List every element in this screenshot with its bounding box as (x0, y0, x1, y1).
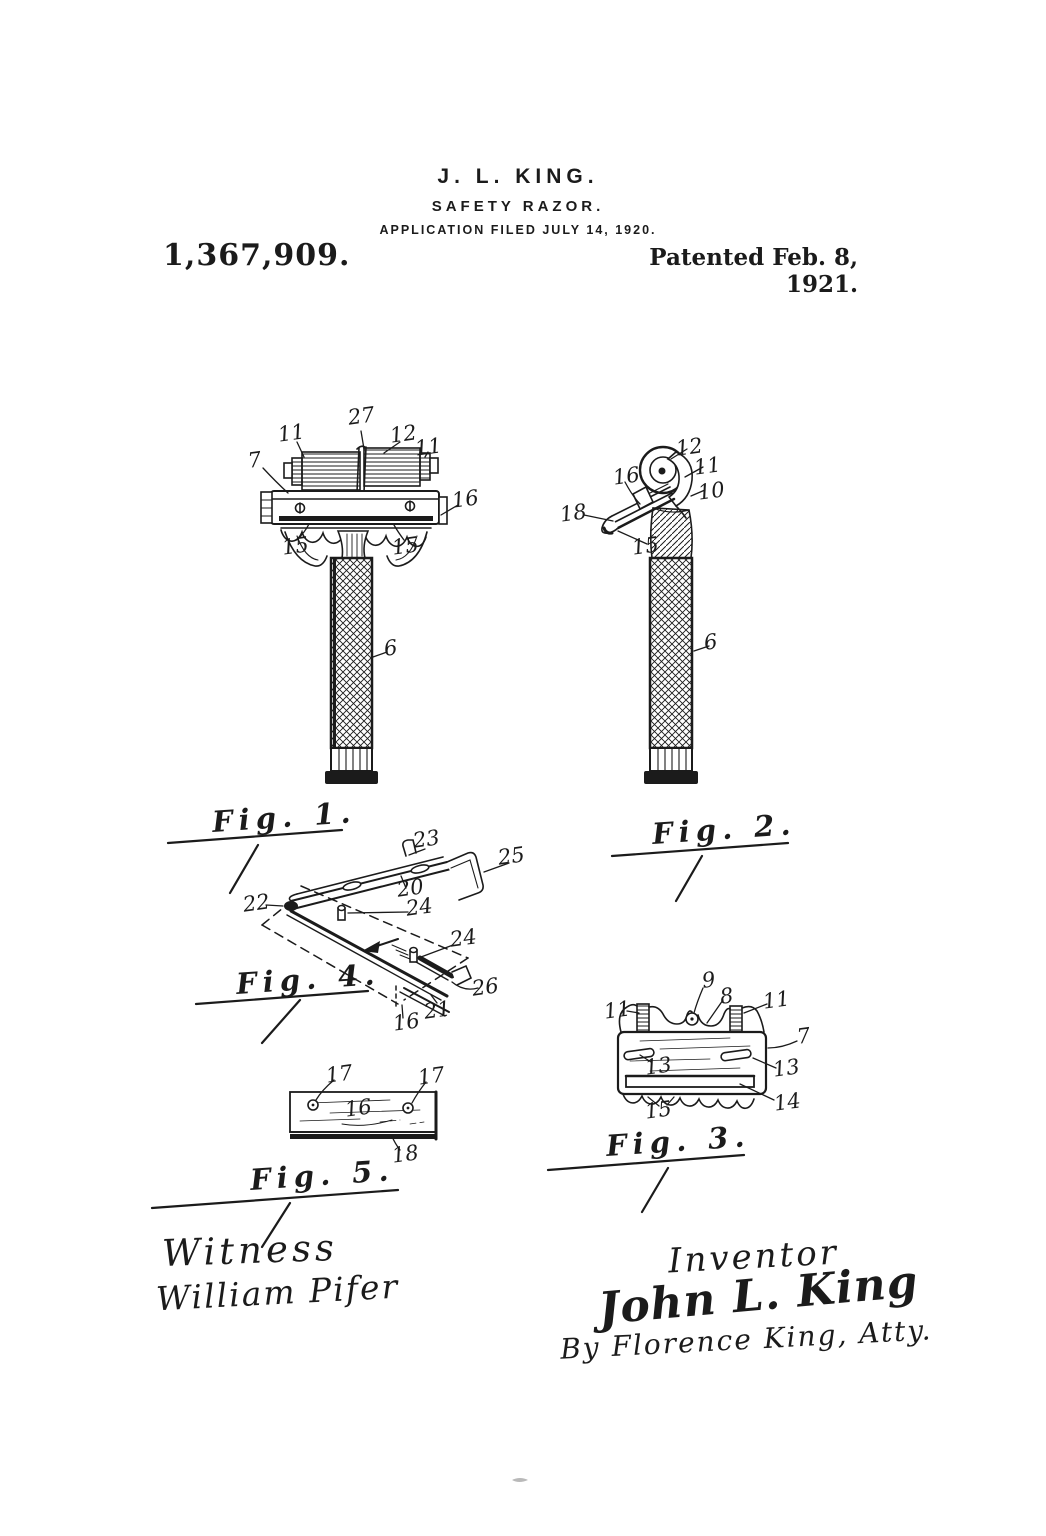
fig4-ref-22: 22 (241, 889, 272, 917)
fig4-ref-24-lower: 24 (448, 924, 479, 952)
fig5-ref-16: 16 (343, 1094, 374, 1122)
fig5-ref-18: 18 (390, 1140, 421, 1168)
fig3-ref-7: 7 (795, 1023, 812, 1049)
fig4-ref-21: 21 (422, 996, 453, 1024)
fig4-ref-25: 25 (496, 842, 527, 870)
fig1-drawing (166, 430, 459, 895)
fig1-ref-27: 27 (346, 402, 377, 430)
fig1-ref-6: 6 (382, 635, 399, 661)
witness-label: Witness (161, 1225, 339, 1276)
fig1-ref-16: 16 (450, 485, 481, 513)
fig4-ref-23: 23 (411, 825, 442, 853)
patent-number: 1,367,909. (163, 238, 351, 273)
header-block: J. L. KING. SAFETY RAZOR. APPLICATION FI… (303, 165, 733, 237)
invention-title: SAFETY RAZOR. (431, 198, 605, 215)
fig3-ref-13-right: 13 (771, 1054, 802, 1082)
fig2-ref-6: 6 (702, 629, 719, 655)
fig2-ref-10: 10 (696, 477, 727, 505)
fig4-ref-26: 26 (470, 973, 501, 1001)
fig1-ref-11-right: 11 (413, 433, 444, 461)
fig3-ref-15: 15 (643, 1096, 674, 1124)
fig3-ref-14: 14 (772, 1088, 803, 1116)
fig3-ref-11-right: 11 (761, 986, 792, 1014)
fig5-drawing (150, 1079, 438, 1249)
fig5-ref-17-left: 17 (324, 1060, 355, 1088)
patent-date: Patented Feb. 8, 1921. (649, 244, 858, 298)
fig3-ref-13-left: 13 (643, 1052, 674, 1080)
inventor-name-heading: J. L. KING. (437, 165, 599, 188)
ink-smudge (512, 1478, 528, 1482)
fig3-ref-9: 9 (700, 967, 717, 993)
fig2-ref-15: 15 (630, 532, 661, 560)
fig2-ref-16: 16 (611, 462, 642, 490)
fig1-ref-15-right: 15 (390, 532, 421, 560)
fig4-drawing (194, 839, 510, 1045)
fig2-ref-11: 11 (692, 452, 723, 480)
application-filed-line: APPLICATION FILED JULY 14, 1920. (379, 223, 657, 237)
fig3-ref-8: 8 (718, 983, 735, 1009)
fig3-drawing (546, 987, 798, 1214)
fig2-drawing (583, 445, 790, 903)
fig1-ref-11-left: 11 (276, 419, 307, 447)
fig4-ref-24-upper: 24 (404, 893, 435, 921)
fig1-ref-15-left: 15 (280, 532, 311, 560)
fig2-ref-18: 18 (558, 499, 589, 527)
fig3-ref-11-left: 11 (602, 996, 633, 1024)
fig1-ref-7: 7 (246, 447, 263, 473)
fig4-ref-16: 16 (391, 1008, 422, 1036)
fig5-ref-17-right: 17 (416, 1062, 447, 1090)
